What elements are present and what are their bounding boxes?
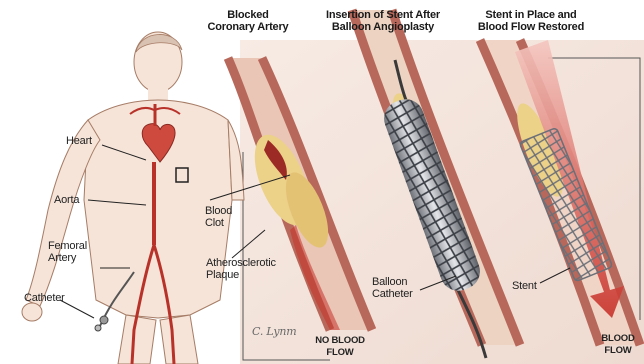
label-balloon-line1: Balloon — [372, 276, 413, 288]
heading-insertion-line1: Insertion of Stent After — [308, 9, 458, 21]
artist-signature: C. Lynm — [252, 326, 296, 338]
label-femoral-line1: Femoral — [48, 240, 87, 252]
label-heart: Heart — [66, 135, 92, 147]
heading-restored-line2: Blood Flow Restored — [466, 21, 596, 33]
label-blood-clot: Blood Clot — [205, 205, 232, 229]
label-femoral-line2: Artery — [48, 252, 87, 264]
label-balloon-line2: Catheter — [372, 288, 413, 300]
label-balloon-catheter: Balloon Catheter — [372, 276, 413, 300]
label-femoral-artery: Femoral Artery — [48, 240, 87, 264]
heading-stent-insertion: Insertion of Stent After Balloon Angiopl… — [308, 9, 458, 33]
label-flow-line2: FLOW — [596, 345, 640, 357]
heading-insertion-line2: Balloon Angioplasty — [308, 21, 458, 33]
heading-blocked-line2: Coronary Artery — [192, 21, 304, 33]
heading-blocked-line1: Blocked — [192, 9, 304, 21]
label-noflow-line1: NO BLOOD — [312, 335, 368, 347]
label-no-blood-flow: NO BLOOD FLOW — [312, 335, 368, 359]
label-clot-line2: Clot — [205, 217, 232, 229]
label-blood-flow: BLOOD FLOW — [596, 333, 640, 357]
label-aorta: Aorta — [54, 194, 79, 206]
label-clot-line1: Blood — [205, 205, 232, 217]
label-flow-line1: BLOOD — [596, 333, 640, 345]
label-stent: Stent — [512, 280, 537, 292]
heading-blocked-artery: Blocked Coronary Artery — [192, 9, 304, 33]
label-plaque: Atherosclerotic Plaque — [206, 257, 276, 281]
label-noflow-line2: FLOW — [312, 347, 368, 359]
label-catheter: Catheter — [24, 292, 65, 304]
heading-restored-line1: Stent in Place and — [466, 9, 596, 21]
label-plaque-line1: Atherosclerotic — [206, 257, 276, 269]
label-plaque-line2: Plaque — [206, 269, 276, 281]
heading-stent-restored: Stent in Place and Blood Flow Restored — [466, 9, 596, 33]
